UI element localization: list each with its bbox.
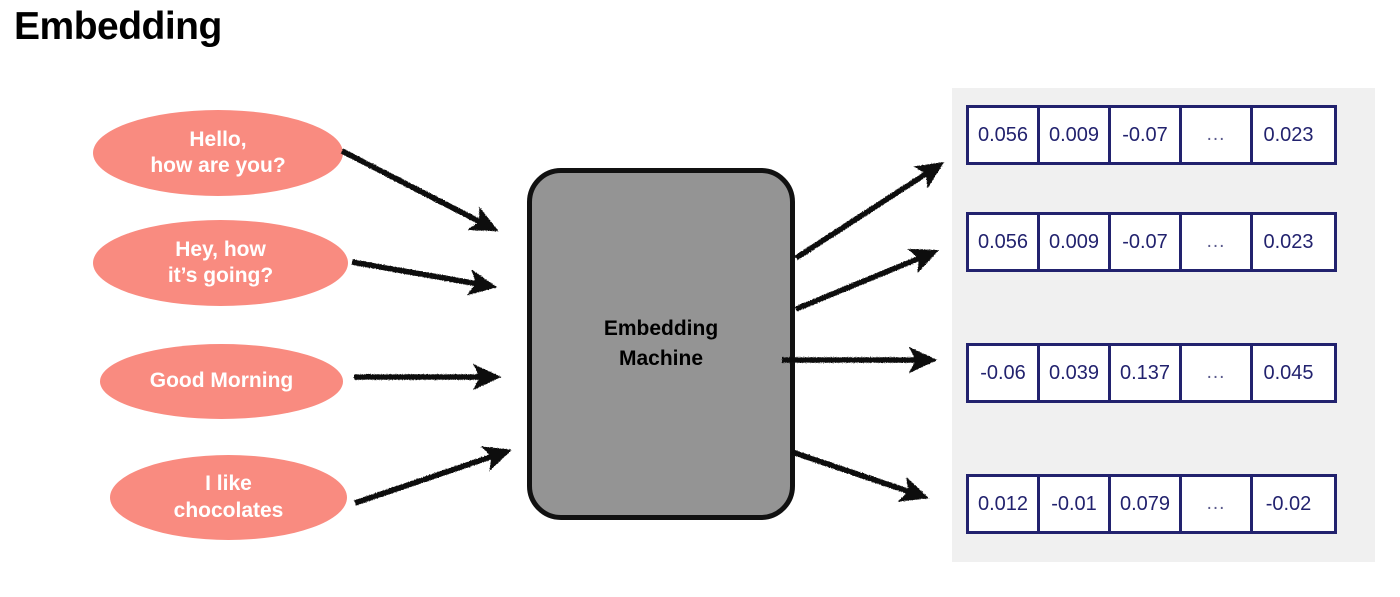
- vector-cell: -0.07: [1111, 108, 1182, 162]
- input-bubble-1[interactable]: Hello, how are you?: [93, 110, 343, 196]
- input-bubble-2[interactable]: Hey, how it’s going?: [93, 220, 348, 306]
- machine-to-vector-arrow-2: [794, 248, 939, 312]
- vector-cell: 0.009: [1040, 215, 1111, 269]
- machine-to-vector-arrow-4: [791, 449, 930, 502]
- vector-cell: -0.01: [1040, 477, 1111, 531]
- vector-row-2[interactable]: 0.056 0.009 -0.07 ... 0.023: [966, 212, 1337, 272]
- page-title: Embedding: [14, 5, 222, 48]
- vector-cell-ellipsis: ...: [1182, 477, 1253, 531]
- vector-cell: 0.045: [1253, 346, 1324, 400]
- vector-row-4[interactable]: 0.012 -0.01 0.079 ... -0.02: [966, 474, 1337, 534]
- vector-cell: 0.056: [969, 108, 1040, 162]
- vector-cell: 0.023: [1253, 108, 1324, 162]
- input-bubble-4[interactable]: I like chocolates: [110, 455, 347, 540]
- embedding-machine-box[interactable]: Embedding Machine: [527, 168, 795, 520]
- vector-cell: 0.012: [969, 477, 1040, 531]
- input-bubble-2-label: Hey, how it’s going?: [167, 237, 274, 287]
- vector-cell: 0.056: [969, 215, 1040, 269]
- input-to-machine-arrow-2: [351, 259, 498, 296]
- vector-cell-ellipsis: ...: [1182, 108, 1253, 162]
- input-bubble-3-label: Good Morning: [149, 369, 294, 393]
- vector-row-3[interactable]: -0.06 0.039 0.137 ... 0.045: [966, 343, 1337, 403]
- input-to-machine-arrow-1: [340, 148, 499, 232]
- vector-cell: 0.023: [1253, 215, 1324, 269]
- vector-cell-ellipsis: ...: [1182, 346, 1253, 400]
- input-to-machine-arrow-4: [354, 446, 513, 506]
- vector-row-1[interactable]: 0.056 0.009 -0.07 ... 0.023: [966, 105, 1337, 165]
- vector-cell: 0.079: [1111, 477, 1182, 531]
- vector-cell: -0.06: [969, 346, 1040, 400]
- embedding-machine-label: Embedding Machine: [603, 316, 719, 370]
- vector-cell: -0.07: [1111, 215, 1182, 269]
- input-bubble-1-label: Hello, how are you?: [150, 127, 286, 177]
- machine-to-vector-arrow-1: [794, 161, 945, 261]
- vector-cell: 0.039: [1040, 346, 1111, 400]
- vector-cell: 0.009: [1040, 108, 1111, 162]
- vector-cell: -0.02: [1253, 477, 1324, 531]
- input-bubble-3[interactable]: Good Morning: [100, 344, 343, 419]
- vector-cell-ellipsis: ...: [1182, 215, 1253, 269]
- vector-cell: 0.137: [1111, 346, 1182, 400]
- input-bubble-4-label: I like chocolates: [173, 472, 284, 522]
